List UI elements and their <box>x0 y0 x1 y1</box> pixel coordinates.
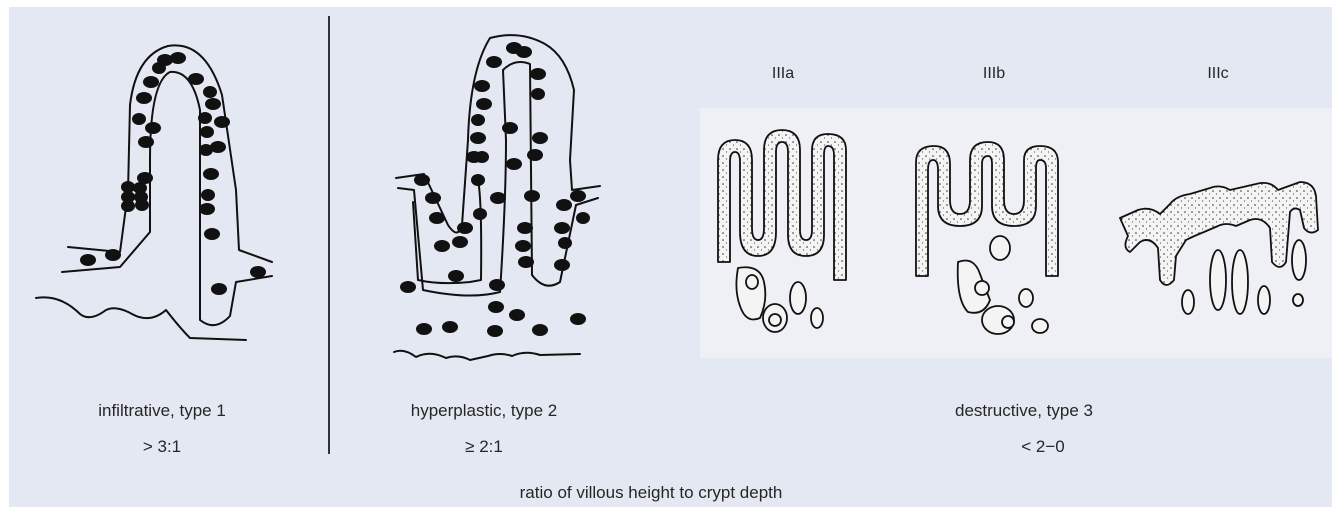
lymphocyte-dot <box>135 199 149 211</box>
type2-caption: hyperplastic, type 2 <box>411 401 557 421</box>
lymphocyte-dot <box>487 325 503 337</box>
lymphocyte-dot <box>145 122 161 134</box>
lymphocyte-dot <box>136 92 152 104</box>
subtype-label-IIIb: IIIb <box>983 64 1005 84</box>
lymphocyte-dot <box>214 116 230 128</box>
type1-villus-outer <box>68 45 272 262</box>
lymphocyte-dot <box>205 98 221 110</box>
lymphocyte-dot <box>170 52 186 64</box>
lymphocyte-dot <box>570 313 586 325</box>
lymphocyte-dot <box>554 259 570 271</box>
subtype-label-IIIa: IIIa <box>772 64 794 84</box>
lymphocyte-dot <box>486 56 502 68</box>
lymphocyte-dot <box>556 199 572 211</box>
lymphocyte-dot <box>475 151 489 163</box>
lymphocyte-dot <box>488 301 504 313</box>
lymphocyte-dot <box>506 158 522 170</box>
lymphocyte-dot <box>198 112 212 124</box>
lymphocyte-dot <box>470 132 486 144</box>
lymphocyte-dot <box>515 240 531 252</box>
lymphocyte-dot <box>502 122 518 134</box>
lymphocyte-dot <box>576 212 590 224</box>
lymphocyte-dot <box>105 249 121 261</box>
type1-lymphocytes <box>80 52 266 295</box>
footer-axis-label: ratio of villous height to crypt depth <box>520 483 783 503</box>
lymphocyte-dot <box>490 192 506 204</box>
type1-submucosa <box>36 297 246 340</box>
type2-ratio: ≥ 2:1 <box>465 437 503 457</box>
type1-villus-inner <box>62 72 272 325</box>
lymphocyte-dot <box>518 256 534 268</box>
lymphocyte-dot <box>530 68 546 80</box>
lymphocyte-dot <box>474 80 490 92</box>
lymphocyte-dot <box>199 203 215 215</box>
lymphocyte-dot <box>473 208 487 220</box>
lymphocyte-dot <box>425 192 441 204</box>
lymphocyte-dot <box>80 254 96 266</box>
lymphocyte-dot <box>121 200 135 212</box>
type2-submucosa <box>394 351 580 360</box>
lymphocyte-dot <box>558 237 572 249</box>
lymphocyte-dot <box>554 222 570 234</box>
lymphocyte-dot <box>199 144 213 156</box>
subtype-label-IIIc: IIIc <box>1207 64 1228 84</box>
lymphocyte-dot <box>448 270 464 282</box>
lymphocyte-dot <box>532 132 548 144</box>
lymphocyte-dot <box>527 149 543 161</box>
lymphocyte-dot <box>152 62 166 74</box>
lymphocyte-dot <box>414 174 430 186</box>
lymphocyte-dot <box>132 113 146 125</box>
lymphocyte-dot <box>204 228 220 240</box>
type1-ratio: > 3:1 <box>143 437 181 457</box>
lymphocyte-dot <box>516 46 532 58</box>
lymphocyte-dot <box>531 88 545 100</box>
lymphocyte-dot <box>442 321 458 333</box>
lymphocyte-dot <box>200 126 214 138</box>
lymphocyte-dot <box>524 190 540 202</box>
lymphocyte-dot <box>143 76 159 88</box>
type1-villus-drawing <box>36 45 272 340</box>
type3-ratio: < 2−0 <box>1021 437 1065 457</box>
lymphocyte-dot <box>489 279 505 291</box>
lymphocyte-dot <box>509 309 525 321</box>
lymphocyte-dot <box>203 86 217 98</box>
lymphocyte-dot <box>517 222 533 234</box>
type3-caption: destructive, type 3 <box>955 401 1093 421</box>
lymphocyte-dot <box>429 212 445 224</box>
lymphocyte-dot <box>211 283 227 295</box>
lymphocyte-dot <box>476 98 492 110</box>
lymphocyte-dot <box>457 222 473 234</box>
lymphocyte-dot <box>471 114 485 126</box>
type1-caption: infiltrative, type 1 <box>98 401 226 421</box>
lymphocyte-dot <box>188 73 204 85</box>
lymphocyte-dot <box>434 240 450 252</box>
lymphocyte-dot <box>250 266 266 278</box>
lymphocyte-dot <box>138 136 154 148</box>
lymphocyte-dot <box>570 190 586 202</box>
lymphocyte-dot <box>416 323 432 335</box>
lymphocyte-dot <box>471 174 485 186</box>
lymphocyte-dot <box>400 281 416 293</box>
lymphocyte-dot <box>532 324 548 336</box>
lymphocyte-dot <box>452 236 468 248</box>
lymphocyte-dot <box>203 168 219 180</box>
lymphocyte-dot <box>201 189 215 201</box>
